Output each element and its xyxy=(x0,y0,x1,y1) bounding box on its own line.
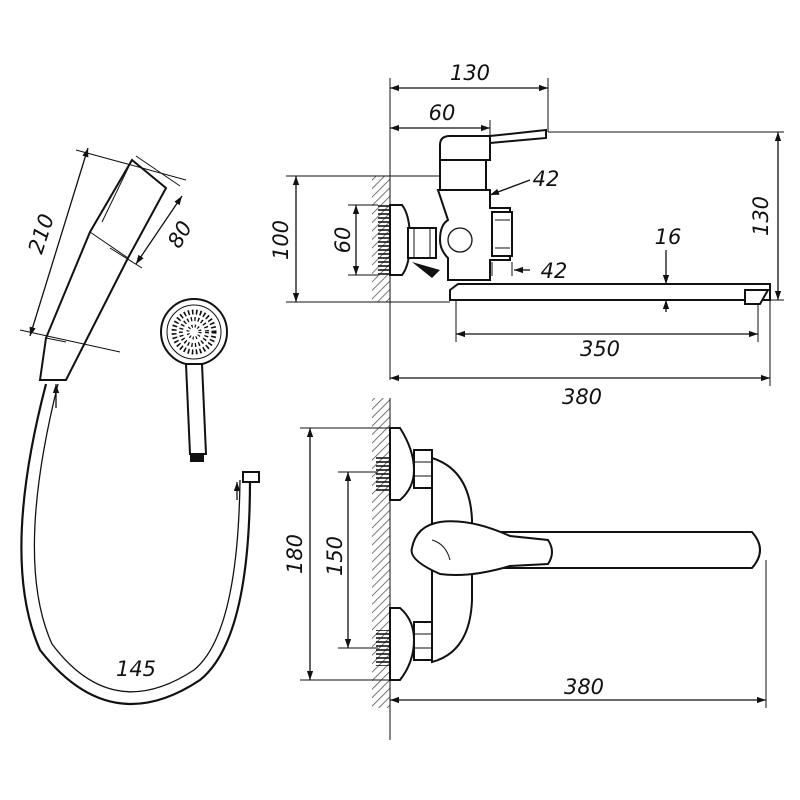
hand-shower-side: 210 80 145 xyxy=(19,147,260,706)
hose-connector xyxy=(242,471,260,483)
dim-text-inlet-60: 60 xyxy=(331,227,355,254)
dim-text-handle-60: 60 xyxy=(429,101,456,125)
side-view: 130 60 42 42 16 130 100 60 xyxy=(269,61,784,409)
lever-handle xyxy=(489,128,547,145)
dim-leader-body-42 xyxy=(489,179,531,196)
dim-text-spout-350: 350 xyxy=(580,337,620,361)
inlet-thread-lower xyxy=(376,630,390,666)
dim-text-handshower-210: 210 xyxy=(24,211,59,257)
handle-end-nut xyxy=(190,454,204,462)
dim-text-body-42: 42 xyxy=(533,167,560,191)
showerhead-handle xyxy=(184,363,208,455)
dim-text-wall-100: 100 xyxy=(269,220,293,260)
hand-shower-front xyxy=(160,298,228,462)
showerhead-face xyxy=(160,298,228,366)
spray-nozzles-mid xyxy=(179,317,209,347)
handshower-body xyxy=(38,158,168,381)
dim-text-hose-145: 145 xyxy=(116,657,156,681)
dim-text-plan-380: 380 xyxy=(564,675,604,699)
dim-line-handshower-210 xyxy=(29,147,89,337)
body-cap xyxy=(447,227,473,253)
nut-lower xyxy=(413,621,433,661)
dim-text-head-80: 80 xyxy=(163,217,197,252)
lever-handle-plan xyxy=(410,520,553,576)
dim-text-plan-180: 180 xyxy=(283,534,307,574)
hose-outer xyxy=(20,383,252,706)
diverter-housing xyxy=(491,211,513,257)
dim-text-spout-16: 16 xyxy=(655,225,682,249)
dim-text-outlet-42: 42 xyxy=(541,259,568,283)
aerator xyxy=(744,289,770,305)
dim-text-height-130: 130 xyxy=(749,196,773,236)
nut-upper xyxy=(413,449,433,489)
flange-upper xyxy=(389,427,416,501)
spray-nozzles-outer xyxy=(171,309,217,355)
spout xyxy=(449,283,771,301)
handle-base xyxy=(439,135,491,161)
inlet-thread-side xyxy=(378,205,390,275)
dim-line-head-80 xyxy=(135,195,183,265)
inlet-thread-upper xyxy=(376,455,390,491)
hose-inner xyxy=(33,383,241,693)
spray-nozzles-inner xyxy=(186,324,202,340)
dim-text-plan-150: 150 xyxy=(323,536,347,576)
flange-lower xyxy=(389,607,416,681)
connector-hex xyxy=(407,227,437,259)
dim-text-length-380: 380 xyxy=(562,385,602,409)
plan-view: 180 150 380 xyxy=(283,398,767,740)
dim-text-top-130: 130 xyxy=(450,61,490,85)
eccentric-nut xyxy=(412,262,440,278)
